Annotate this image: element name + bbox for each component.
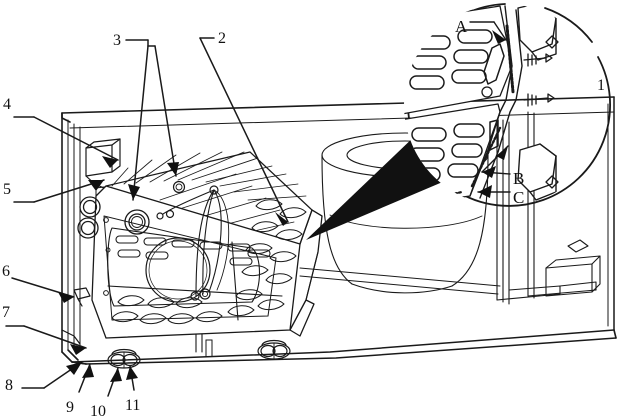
panel-support-post [195, 333, 203, 353]
kidney-louvers [111, 199, 307, 325]
cabinet-shell [61, 96, 617, 365]
callout-4: 4 [3, 96, 11, 113]
leader-2 [199, 37, 289, 226]
callout-2: 2 [218, 30, 226, 47]
callout-b: B [513, 169, 525, 188]
leader-5 [13, 179, 105, 203]
lower-left-clips [61, 287, 91, 345]
leader-9 [78, 363, 94, 393]
panel-divider [107, 241, 283, 321]
callout-8: 8 [5, 377, 13, 394]
callout-7: 7 [2, 304, 10, 321]
callout-11: 11 [125, 397, 141, 414]
detail-wedge [306, 133, 452, 240]
leader-7 [5, 325, 87, 355]
callout-1: 1 [597, 77, 605, 94]
leader-arrow-b [481, 145, 511, 178]
callout-a: A [455, 17, 468, 36]
leader-11 [126, 365, 138, 391]
leader-4 [13, 116, 119, 168]
leader-10 [107, 367, 122, 397]
wire-harness [162, 189, 230, 297]
leader-8 [21, 361, 83, 389]
callout-9: 9 [66, 399, 74, 416]
detail-clips [517, 4, 557, 201]
panel-grommets [77, 196, 150, 239]
right-inner-frame [299, 111, 601, 305]
callout-5: 5 [3, 181, 11, 198]
perforated-panel-assembly [77, 151, 323, 339]
callout-6: 6 [2, 263, 10, 280]
callout-3: 3 [113, 32, 121, 49]
leader-arrow-c [477, 185, 511, 198]
callout-c: C [513, 188, 525, 207]
louver-slots-upper [115, 235, 271, 266]
leader-6 [11, 277, 75, 303]
detail-screws [523, 35, 559, 189]
leader-arrow-a [469, 21, 507, 44]
leader-3 [125, 39, 179, 201]
callout-10: 10 [90, 403, 106, 420]
